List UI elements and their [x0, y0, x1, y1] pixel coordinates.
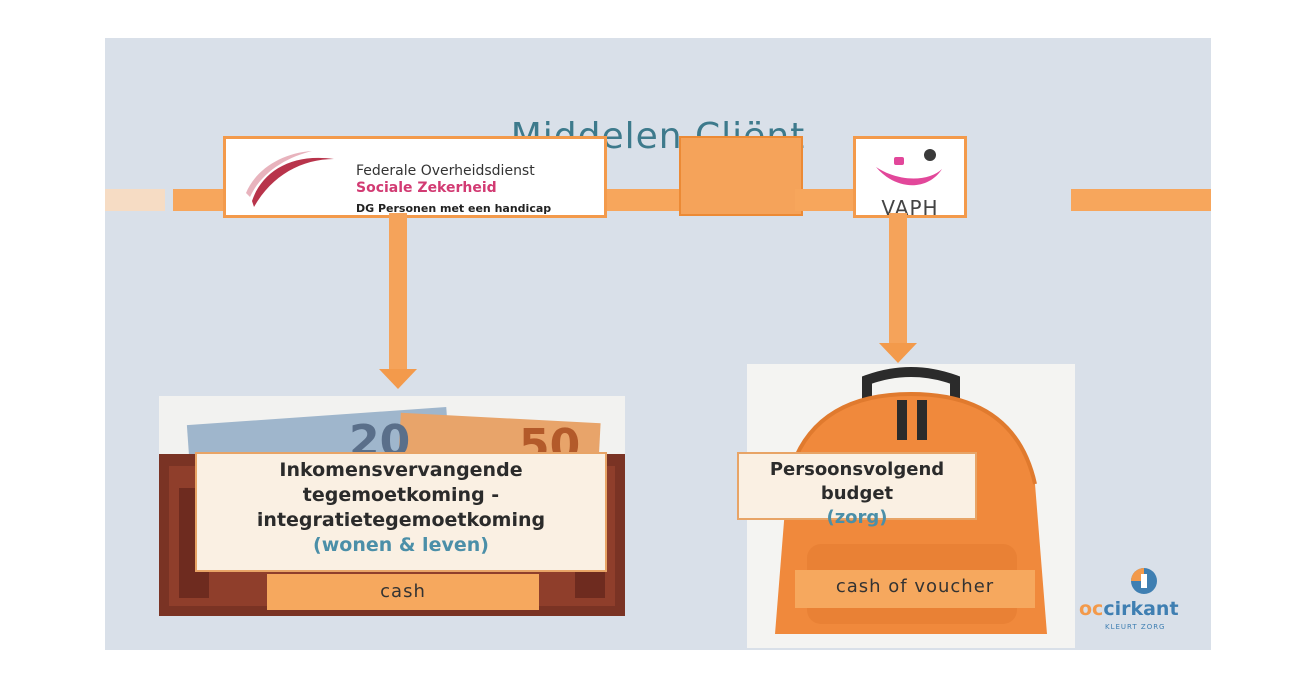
- fod-swoosh-icon: [246, 151, 334, 207]
- income-line3: integratietegemoetkoming: [256, 509, 546, 531]
- budget-sub: (zorg): [826, 507, 888, 528]
- band-center-box: [679, 136, 803, 216]
- slide: Middelen Cliënt Federale Overheidsdienst…: [105, 38, 1211, 650]
- cash-tag: cash: [267, 574, 539, 610]
- cash-or-voucher-tag: cash of voucher: [795, 570, 1035, 608]
- arrow-right-head: [879, 343, 917, 363]
- income-sub: (wonen & leven): [313, 534, 489, 556]
- vaph-smile-icon: [876, 149, 942, 186]
- occirkant-rest: cirkant: [1103, 598, 1179, 620]
- band-segment-light: [105, 189, 165, 211]
- vaph-logo-box: VAPH: [853, 136, 967, 220]
- budget-label: Persoonsvolgend budget (zorg): [737, 452, 977, 528]
- income-allowance-label: Inkomensvervangende tegemoetkoming - int…: [195, 452, 607, 572]
- vaph-label: VAPH: [881, 196, 939, 220]
- income-line1: Inkomensvervangende: [279, 459, 523, 481]
- arrow-left-head: [379, 369, 417, 389]
- fod-logo-box: Federale Overheidsdienst Sociale Zekerhe…: [223, 136, 607, 218]
- band-segment: [603, 189, 683, 211]
- occirkant-tagline: KLEURT ZORG: [1105, 623, 1166, 631]
- arrow-left-shaft: [389, 213, 407, 369]
- fod-line1: Federale Overheidsdienst: [356, 163, 535, 179]
- arrow-right-shaft: [889, 213, 907, 343]
- band-segment: [1071, 189, 1211, 211]
- fod-line2: Sociale Zekerheid: [356, 180, 497, 196]
- fod-line3: DG Personen met een handicap: [356, 202, 552, 215]
- income-line2: tegemoetkoming -: [302, 484, 500, 506]
- occirkant-logo-icon: [1131, 568, 1157, 594]
- band-segment: [795, 189, 855, 211]
- occirkant-name: occirkant: [1079, 598, 1179, 620]
- budget-line1: Persoonsvolgend budget: [769, 459, 945, 504]
- occirkant-prefix: oc: [1079, 598, 1104, 620]
- band-segment: [173, 189, 225, 211]
